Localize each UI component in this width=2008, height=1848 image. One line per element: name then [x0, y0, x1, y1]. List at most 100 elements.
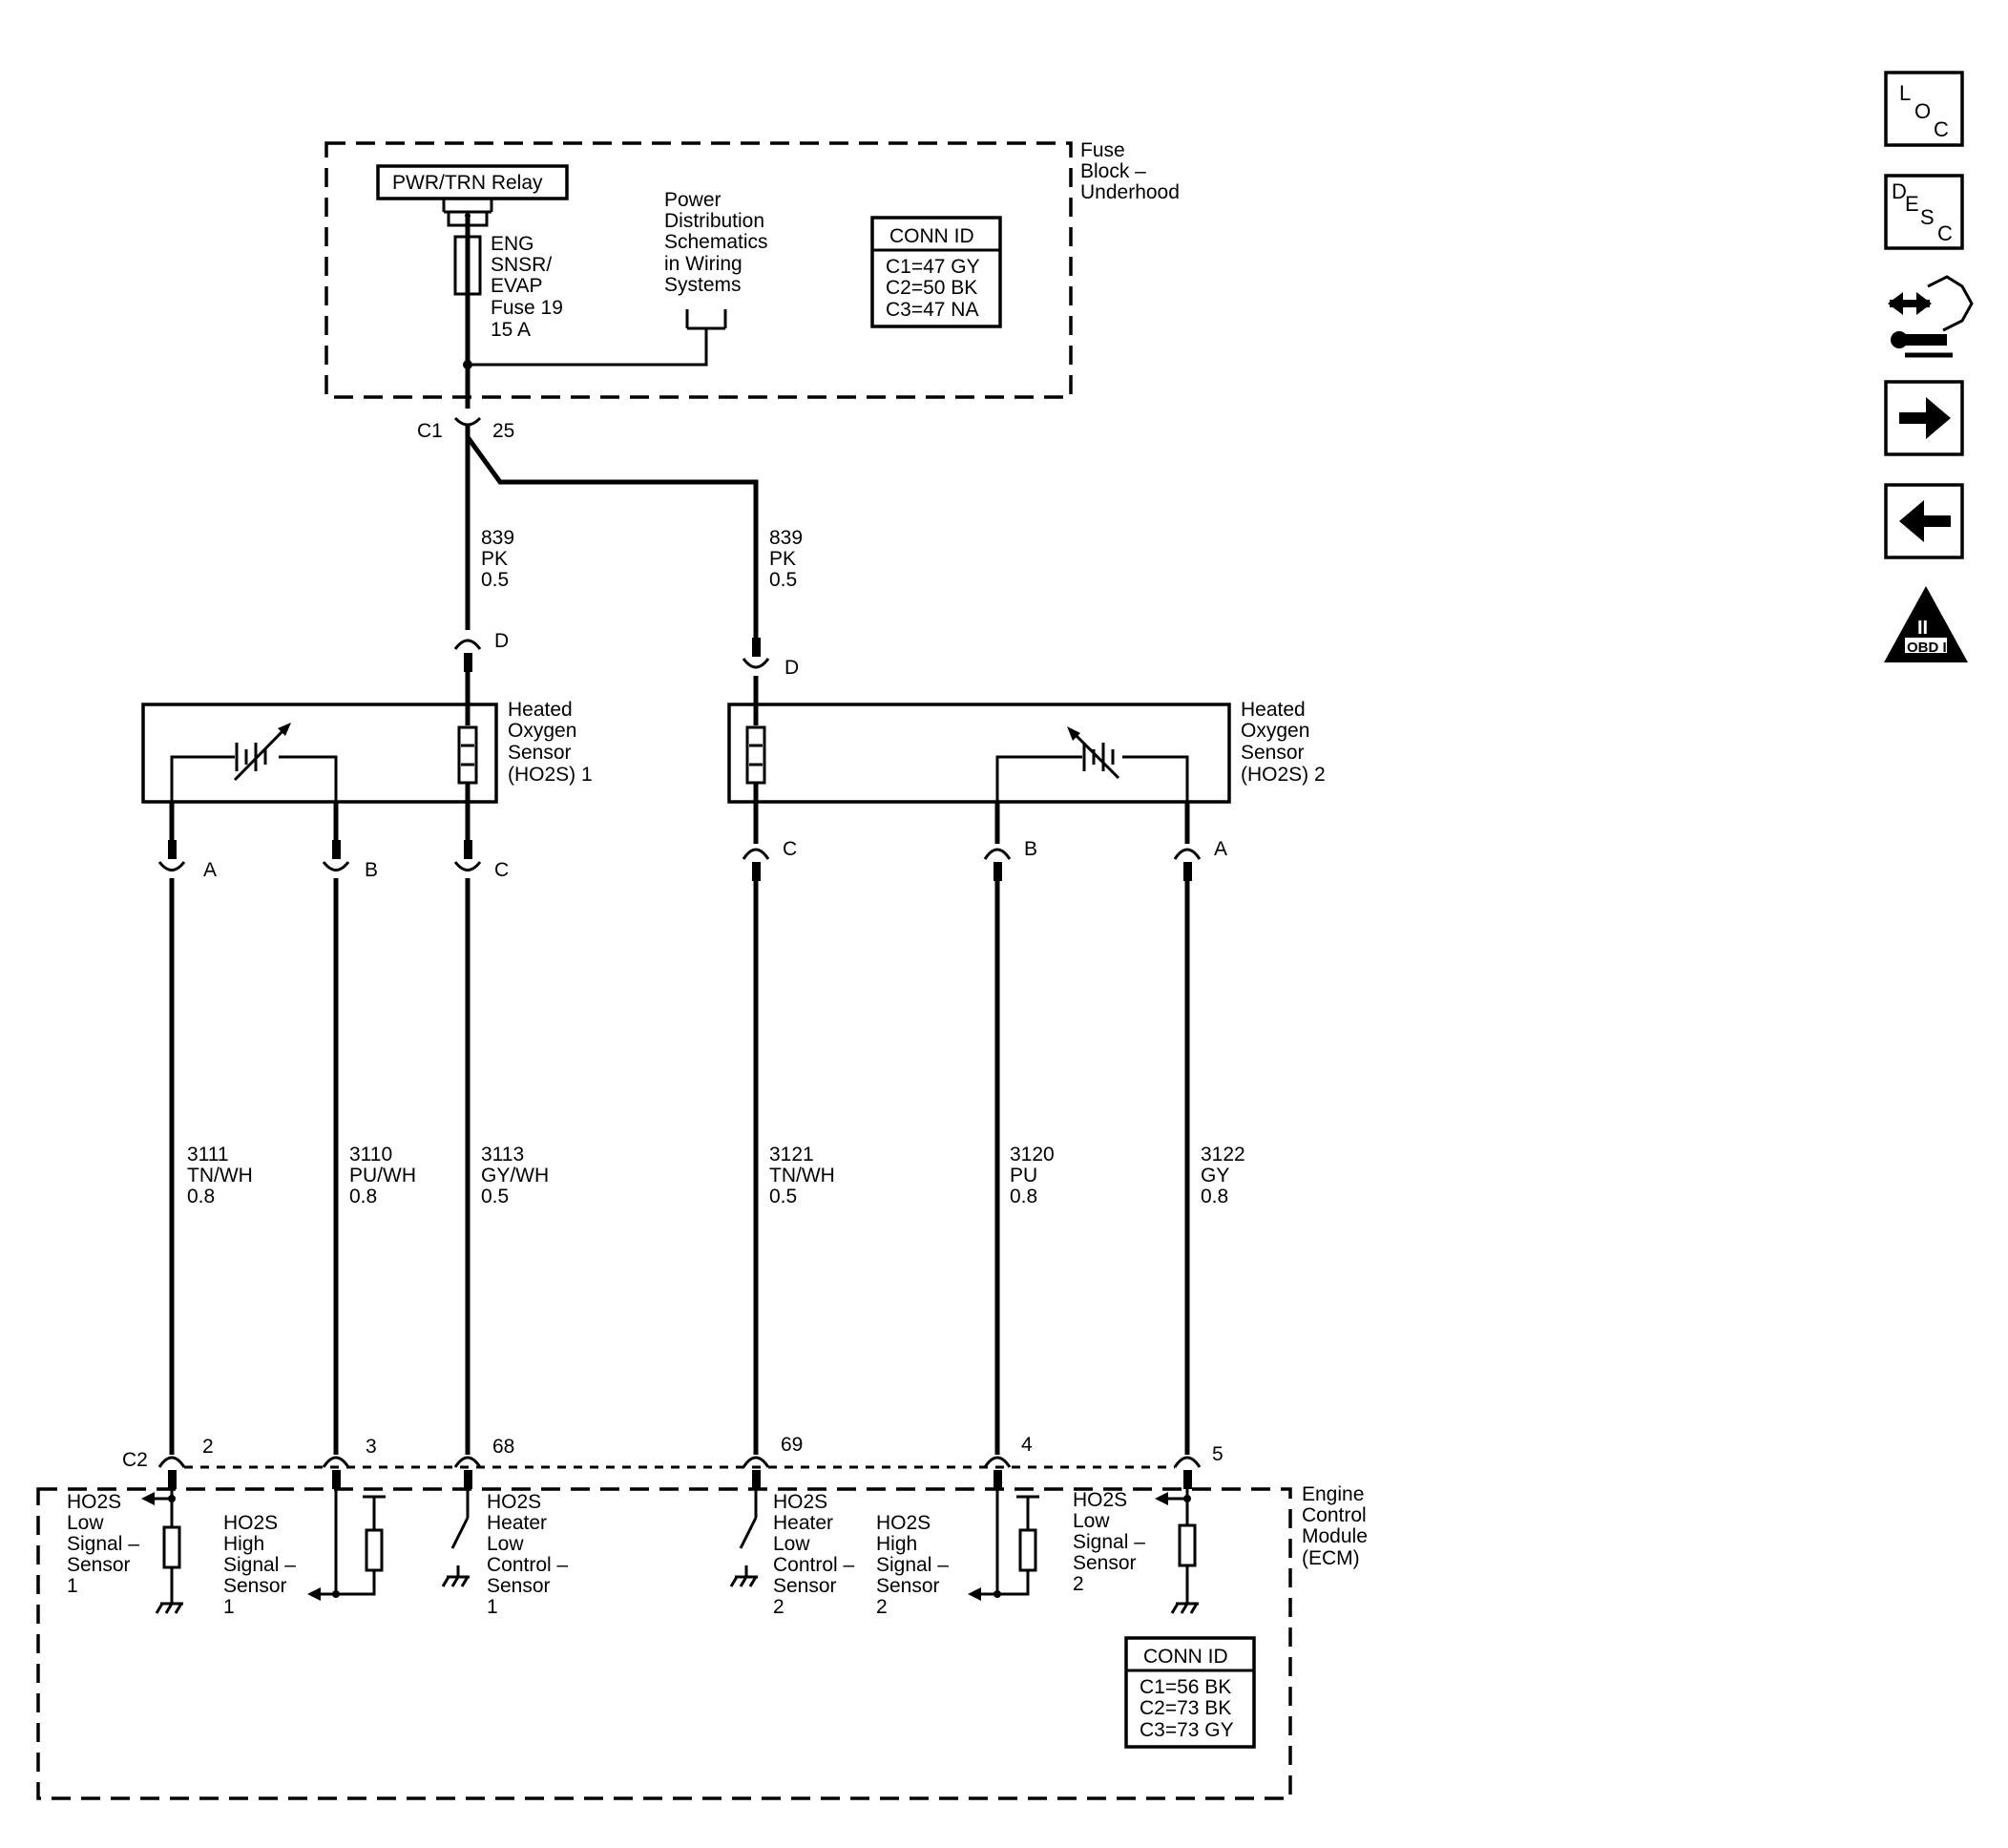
loc-letter: L	[1899, 81, 1911, 105]
fuse-block-label-2: Block –	[1080, 160, 1146, 182]
relay-label: PWR/TRN Relay	[392, 172, 543, 194]
ecm-circuit-text: Low	[67, 1512, 104, 1534]
ecm-circuit-text: 1	[223, 1596, 235, 1618]
wire-3121: 3121 TN/WH 0.5	[769, 1144, 835, 1208]
conn-id-line: C1=56 BK	[1140, 1676, 1231, 1698]
ecm-circuit-text: 1	[487, 1596, 498, 1618]
power-dist-label-5: Systems	[664, 274, 742, 296]
wire-color: PU	[1010, 1165, 1037, 1186]
ecm-circuit-text: 2	[773, 1596, 784, 1618]
ecm-circuit-text: Low	[487, 1533, 524, 1555]
obd-text: OBD II	[1907, 640, 1951, 656]
wire-3122: 3122 GY 0.8	[1201, 1144, 1245, 1208]
conn-id-line: C2=73 BK	[1140, 1697, 1231, 1719]
fuse-label-1: ENG	[491, 233, 534, 255]
ecm-label-2: Control	[1302, 1504, 1367, 1526]
wire-circuit: 3111	[187, 1144, 229, 1166]
ecm-circuit-text: Sensor	[773, 1575, 837, 1597]
ecm-pin: 69	[781, 1434, 803, 1456]
wire-color: TN/WH	[187, 1165, 253, 1186]
sensor1-label-4: (HO2S) 1	[508, 764, 593, 786]
desc-button[interactable]: D E S C	[1884, 174, 1964, 250]
fuse-block-label-3: Underhood	[1080, 181, 1180, 203]
ecm-circuit-text: 1	[67, 1575, 78, 1597]
ecm-circuit-text: Signal –	[223, 1554, 296, 1576]
power-dist-label-1: Power	[664, 189, 722, 211]
desc-letter: D	[1892, 179, 1907, 203]
sensor2-pin-c: C	[783, 838, 797, 860]
wire-gauge: 0.8	[1010, 1186, 1037, 1208]
ecm-circuit-text: HO2S	[487, 1491, 541, 1513]
fuse-block-label-1: Fuse	[1080, 139, 1125, 161]
ecm-circuit-text: Control –	[487, 1554, 569, 1576]
ecm-circuit-text: Control –	[773, 1554, 855, 1576]
previous-button[interactable]	[1884, 483, 1964, 559]
ecm-circuit-text: Sensor	[876, 1575, 940, 1597]
ecm-c2-pins: 2 3 68 69 4 5	[157, 1434, 1224, 1489]
ecm-circuit-text: HO2S	[67, 1491, 121, 1513]
sensor2-pin-b: B	[1024, 838, 1037, 860]
conn-id-title: CONN ID	[1143, 1646, 1228, 1668]
wire-color: TN/WH	[769, 1165, 835, 1186]
c1-connector: C1 25	[417, 363, 514, 442]
wire-3120: 3120 PU 0.8	[1010, 1144, 1055, 1208]
sensor1-label-3: Sensor	[508, 742, 572, 764]
obd-ii-button[interactable]: II OBD II	[1884, 586, 1968, 662]
sensor1-label-1: Heated	[508, 699, 573, 721]
sensor2-label-4: (HO2S) 2	[1241, 764, 1326, 786]
sensor-1: D Heated Oxygen Sensor (HO2S) 1	[141, 630, 593, 804]
wire-color: GY/WH	[481, 1165, 549, 1186]
wire-gauge: 0.5	[769, 569, 797, 591]
ecm-circuit-text: Low	[1073, 1510, 1110, 1532]
ecm-circuit-text: Signal –	[1073, 1531, 1145, 1553]
sensor2-pin-d: D	[784, 657, 799, 679]
conn-id-line: C1=47 GY	[886, 256, 980, 278]
fuse-label-3: EVAP	[491, 275, 542, 297]
sensor1-pin-b: B	[365, 859, 378, 881]
ecm-circuit-low-signal-1: HO2S Low Signal – Sensor 1	[67, 1489, 183, 1614]
fuse-label-2: SNSR/	[491, 254, 552, 276]
sensor2-label-3: Sensor	[1241, 742, 1305, 764]
wire-3110: 3110 PU/WH 0.8	[349, 1144, 416, 1208]
ecm-circuit-heater-1: HO2S Heater Low Control – Sensor 1	[441, 1489, 569, 1618]
connector-repair-icon[interactable]	[1888, 275, 1974, 358]
ecm-circuit-text: Sensor	[1073, 1552, 1137, 1574]
sensor1-pin-d: D	[494, 630, 509, 652]
ecm-circuit-text: Sensor	[487, 1575, 551, 1597]
wire-gauge: 0.8	[349, 1186, 377, 1208]
wire-gauge: 0.8	[187, 1186, 215, 1208]
ecm-circuit-text: HO2S	[1073, 1489, 1127, 1511]
obd-numeral: II	[1917, 618, 1928, 639]
wire-circuit: 839	[769, 527, 803, 549]
ecm-circuit-text: Signal –	[67, 1533, 139, 1555]
wire-color: PK	[481, 548, 508, 570]
fuse-label-4: Fuse 19	[491, 297, 563, 319]
wire-3111: 3111 TN/WH 0.8	[187, 1144, 253, 1208]
ecm-pin: 2	[202, 1436, 214, 1458]
ecm-circuit-text: High	[223, 1533, 264, 1555]
wire-839-left: 839 PK 0.5	[481, 527, 514, 591]
ecm-circuit-text: Sensor	[223, 1575, 287, 1597]
power-dist-label-3: Schematics	[664, 231, 768, 253]
wire-circuit: 3113	[481, 1144, 524, 1166]
next-button[interactable]	[1884, 380, 1964, 456]
ecm: Engine Control Module (ECM) C2 2 3 68 69…	[36, 1434, 1368, 1800]
conn-id-title: CONN ID	[889, 225, 974, 247]
ecm-circuit-text: 2	[876, 1596, 888, 1618]
ecm-circuit-text: HO2S	[223, 1512, 278, 1534]
ecm-label-1: Engine	[1302, 1483, 1364, 1505]
wire-circuit: 3120	[1010, 1144, 1055, 1166]
ecm-circuit-text: High	[876, 1533, 917, 1555]
conn-id-line: C3=73 GY	[1140, 1719, 1234, 1741]
ecm-circuit-text: Signal –	[876, 1554, 949, 1576]
ecm-circuit-text: Heater	[773, 1512, 833, 1534]
ecm-connector-label: C2	[122, 1449, 148, 1471]
ecm-circuit-text: Heater	[487, 1512, 547, 1534]
fuse-label-5: 15 A	[491, 319, 531, 341]
wire-circuit: 3122	[1201, 1144, 1245, 1166]
loc-button[interactable]: L O C	[1884, 71, 1964, 147]
ecm-circuit-low-signal-2: HO2S Low Signal – Sensor 2	[1073, 1489, 1199, 1614]
wire-gauge: 0.5	[481, 569, 509, 591]
sensor2-label-1: Heated	[1241, 699, 1306, 721]
